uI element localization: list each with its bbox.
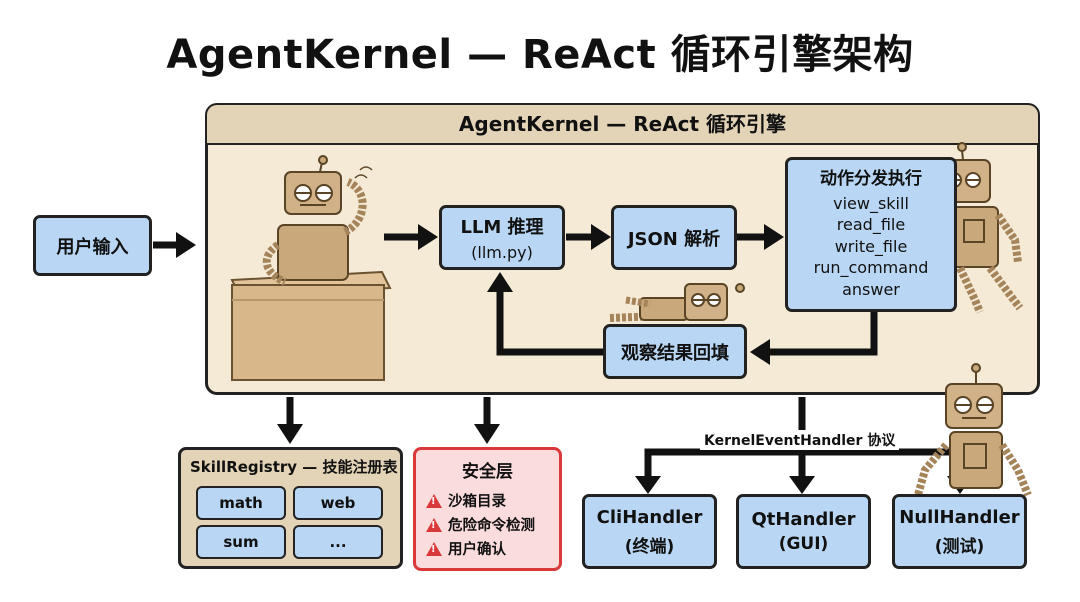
json-parse-box: JSON 解析: [611, 205, 737, 270]
robot-lying-icon: [609, 283, 745, 322]
llm-label: LLM 推理: [460, 217, 544, 238]
dispatch-action: answer: [842, 279, 900, 299]
arrow-llm-to-json: [566, 224, 611, 250]
protocol-label: KernelEventHandler 协议: [700, 430, 900, 450]
json-parse-label: JSON 解析: [627, 228, 721, 250]
robot-sitting-icon: [914, 363, 1032, 497]
kernel-header: AgentKernel — ReAct 循环引擎: [207, 105, 1038, 145]
page-title: AgentKernel — ReAct 循环引擎架构: [166, 32, 914, 78]
observe-label: 观察结果回填: [621, 342, 729, 364]
handler-sub: (测试): [934, 536, 985, 557]
handler-name: CliHandler: [596, 506, 703, 528]
skill-chip: ...: [293, 525, 383, 559]
handler-sub: (终端): [624, 536, 675, 557]
arrow-kernel-to-registry: [277, 397, 303, 444]
arrow-kernel-to-security: [474, 397, 500, 444]
user-input-box: 用户输入: [33, 215, 152, 276]
warning-icon: [426, 493, 442, 508]
action-dispatch-box: 动作分发执行 view_skill read_file write_file r…: [785, 157, 957, 312]
security-item: 沙箱目录: [426, 490, 506, 511]
security-item: 用户确认: [426, 538, 506, 559]
cli-handler-box: CliHandler (终端): [582, 494, 717, 569]
warning-icon: [426, 517, 442, 532]
warning-icon: [426, 541, 442, 556]
security-item: 危险命令检测: [426, 514, 535, 535]
llm-reasoning-box: LLM 推理 (llm.py): [439, 205, 565, 270]
skill-chip: math: [196, 486, 286, 520]
security-item-label: 用户确认: [448, 542, 506, 558]
null-handler-box: NullHandler (测试): [892, 494, 1027, 569]
security-title: 安全层: [462, 462, 513, 482]
security-item-label: 危险命令检测: [448, 518, 535, 534]
dispatch-action: view_skill: [833, 193, 909, 213]
arrow-observe-to-llm: [487, 272, 603, 356]
dispatch-title: 动作分发执行: [820, 169, 922, 189]
arrow-dispatch-to-observe: [750, 312, 878, 365]
arrow-robot-to-llm: [384, 224, 438, 250]
arrow-user-to-kernel: [153, 232, 196, 258]
skill-chip: sum: [196, 525, 286, 559]
qt-handler-box: QtHandler (GUI): [736, 494, 871, 569]
dispatch-action: run_command: [813, 258, 929, 277]
dispatch-action: read_file: [836, 215, 906, 234]
robot-thinking-icon: [262, 155, 373, 286]
security-item-label: 沙箱目录: [448, 494, 506, 510]
handler-name: QtHandler: [751, 509, 856, 530]
llm-sub-label: (llm.py): [471, 243, 533, 262]
dispatch-action: write_file: [834, 236, 908, 256]
skill-chip: web: [293, 486, 383, 520]
observe-box: 观察结果回填: [603, 324, 747, 379]
arrow-json-to-dispatch: [737, 224, 784, 250]
cardboard-box-icon: [230, 270, 392, 381]
skill-registry-title: SkillRegistry — 技能注册表: [190, 458, 398, 476]
handler-name: NullHandler: [899, 506, 1020, 528]
handler-sub: (GUI): [778, 534, 829, 554]
user-input-label: 用户输入: [56, 236, 129, 258]
